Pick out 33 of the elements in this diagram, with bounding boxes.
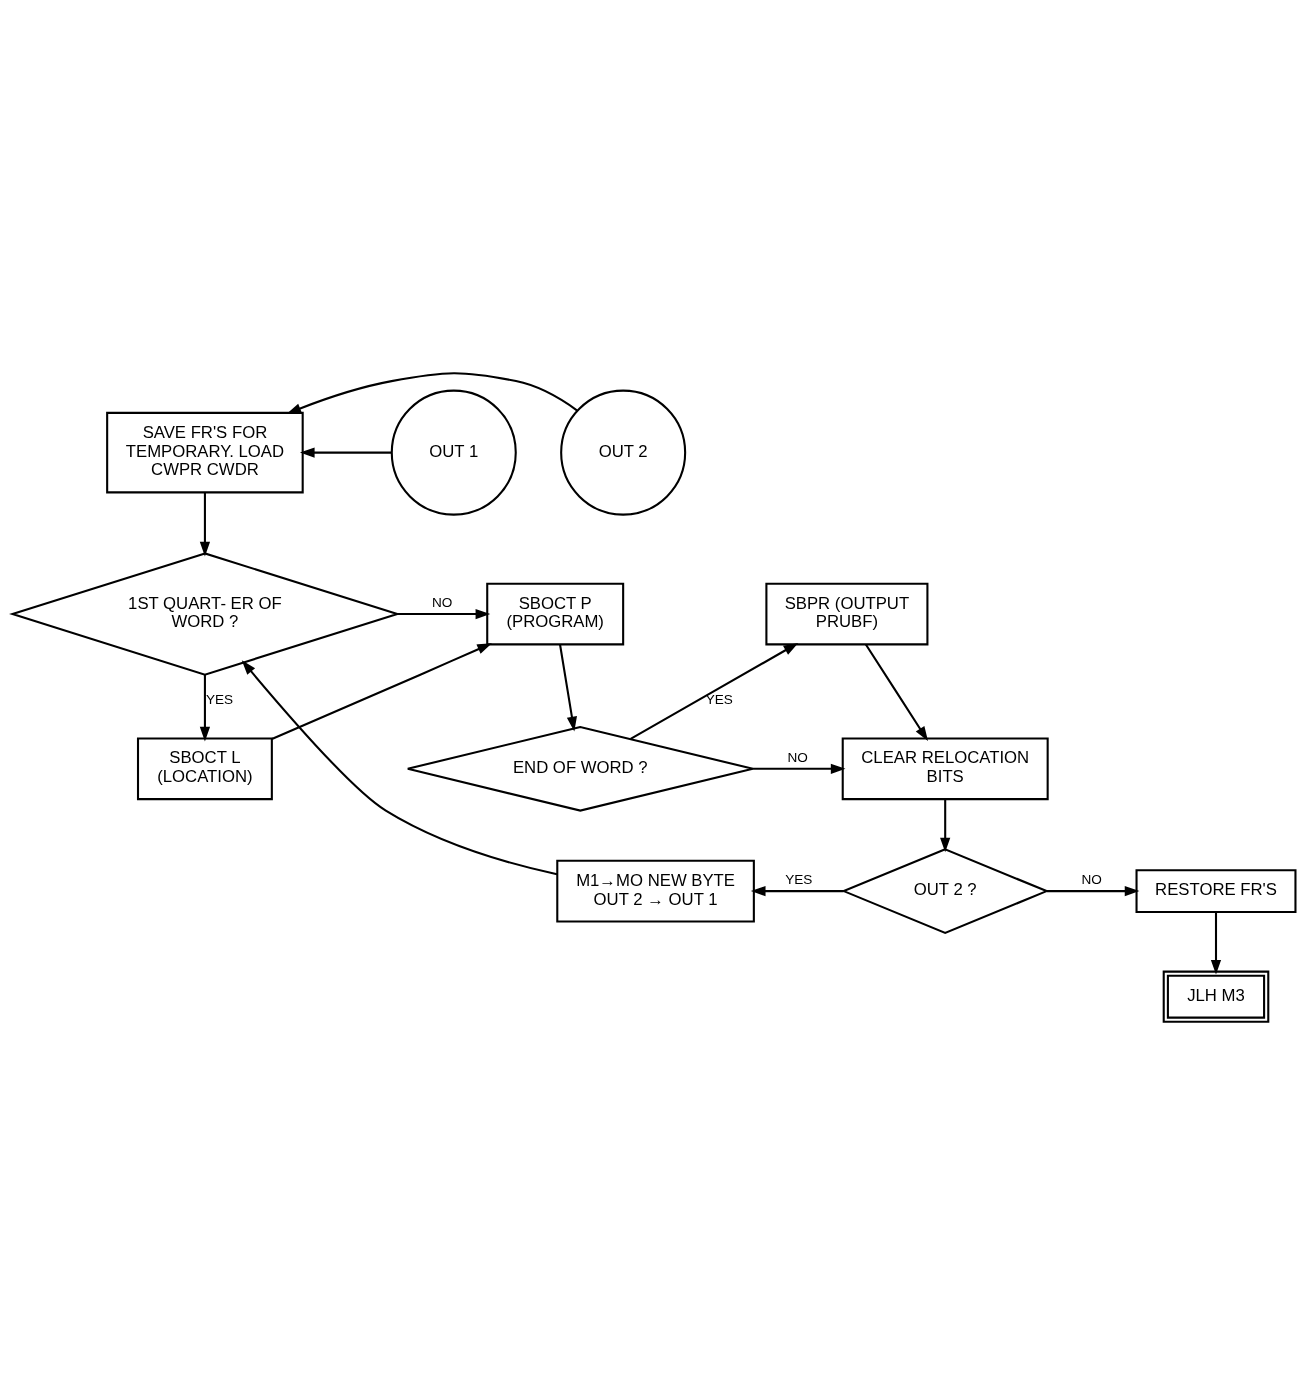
arrow — [241, 660, 558, 876]
arrow — [397, 608, 491, 620]
node-box: JLH M3 — [1162, 970, 1270, 1023]
node-circle: OUT 1 — [390, 389, 517, 516]
arrow — [864, 643, 928, 742]
arrow — [199, 675, 211, 742]
node-box: CLEAR RELOCATION BITS — [841, 737, 1049, 801]
arrow — [299, 447, 392, 458]
arrow — [630, 642, 799, 740]
node-diamond: END OF WORD ? — [406, 725, 754, 812]
edge-label: NO — [432, 595, 453, 611]
node-box: SBPR (OUTPUT PRUBF) — [765, 582, 929, 646]
arrow — [559, 644, 577, 732]
arrow — [1210, 912, 1222, 975]
arrow — [199, 492, 211, 557]
arrow — [286, 372, 578, 414]
node-box: SAVE FR'S FOR TEMPORARY. LOAD CWPR CWDR — [106, 411, 304, 494]
arrow — [1046, 886, 1140, 897]
edge-label: YES — [705, 692, 733, 708]
arrow — [271, 643, 492, 740]
arrow — [750, 886, 844, 897]
edge-label: NO — [1081, 872, 1102, 888]
edge-label: YES — [205, 692, 234, 708]
node-box: SBOCT L (LOCATION) — [136, 737, 273, 801]
edge-label: NO — [787, 749, 808, 765]
node-box: SBOCT P (PROGRAM) — [486, 582, 625, 646]
node-box: RESTORE FR'S — [1135, 869, 1297, 914]
node-diamond: OUT 2 ? — [841, 848, 1050, 935]
arrow — [752, 763, 846, 774]
edge-label: YES — [785, 872, 813, 888]
node-box: M1→MO NEW BYTE OUT 2 → OUT 1 — [556, 859, 755, 923]
node-circle: OUT 2 — [560, 389, 687, 516]
arrow — [940, 799, 951, 853]
